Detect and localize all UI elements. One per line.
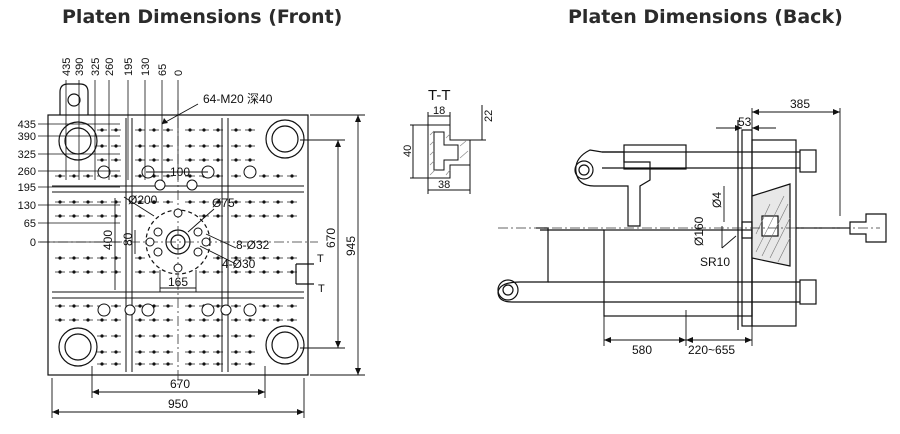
section-dim-18: 18 (433, 105, 445, 117)
dim-945-vertical: 945 (344, 236, 358, 256)
left-tick-label: 390 (18, 131, 36, 143)
top-tick-label: 0 (173, 70, 185, 76)
left-tick-label: 325 (18, 149, 36, 161)
front-platen-title: Platen Dimensions (Front) (62, 6, 343, 28)
dim-100: 100 (170, 165, 190, 179)
left-tick-label: 435 (18, 119, 36, 131)
dim-670-horizontal: 670 (170, 377, 190, 391)
t-marker-top: T (317, 253, 324, 265)
top-tick-label: 130 (140, 58, 152, 76)
dim-580: 580 (632, 343, 652, 357)
top-tick-label: 195 (123, 58, 135, 76)
left-tick-label: 260 (18, 166, 36, 178)
dim-8-d32: 8-Ø32 (236, 238, 270, 252)
back-dimension-lines (603, 108, 841, 346)
dim-d75: Ø75 (212, 196, 235, 210)
ejector-holes (97, 165, 257, 317)
dim-400: 400 (101, 230, 115, 250)
front-arrowheads (52, 115, 361, 415)
front-centerlines (40, 100, 318, 385)
dim-sr10: SR10 (700, 255, 730, 269)
front-dimension-lines (51, 103, 365, 418)
dim-53: 53 (738, 115, 752, 129)
threads-callout: 64-M20 深40 (203, 92, 273, 106)
left-tick-label: 0 (30, 237, 36, 249)
top-tick-label: 325 (90, 58, 102, 76)
top-tick-label: 435 (61, 58, 73, 76)
bolt-hole-grid (55, 128, 297, 366)
top-tick-label: 260 (104, 58, 116, 76)
t-marker-bottom: T (318, 283, 325, 295)
top-tick-label: 65 (157, 64, 169, 76)
t-slot-section: T-T 18 22 40 38 (402, 87, 495, 194)
dim-385: 385 (790, 97, 810, 111)
dim-80: 80 (121, 232, 135, 246)
dim-220-655: 220~655 (688, 343, 735, 357)
dim-950-horizontal: 950 (168, 397, 188, 411)
left-tick-leaders (38, 123, 120, 243)
front-platen (47, 83, 314, 376)
left-tick-label: 195 (18, 182, 36, 194)
back-platen-title: Platen Dimensions (Back) (568, 6, 843, 28)
back-hatching (755, 195, 791, 263)
top-tick-leaders (65, 80, 179, 180)
dim-d160: Ø160 (692, 216, 706, 246)
dim-165: 165 (168, 275, 188, 289)
section-dim-22: 22 (483, 110, 495, 122)
tie-bar-holes (58, 119, 305, 367)
left-tick-label: 130 (18, 200, 36, 212)
section-dim-40: 40 (402, 145, 414, 157)
section-dim-38: 38 (438, 179, 450, 191)
dim-d4: Ø4 (710, 192, 724, 208)
dim-d200: Ø200 (128, 193, 158, 207)
left-tick-label: 65 (24, 218, 36, 230)
top-tick-label: 390 (74, 58, 86, 76)
dim-4-d30: 4-Ø30 (222, 257, 256, 271)
dim-670-vertical: 670 (324, 228, 338, 248)
section-title: T-T (428, 87, 451, 104)
back-arrowheads (604, 109, 840, 343)
